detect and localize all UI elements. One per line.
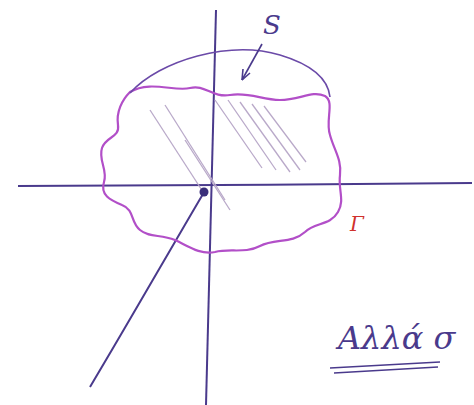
curve-label: Γ <box>350 214 364 234</box>
vertical-axis <box>206 10 216 405</box>
leader-arrow <box>242 44 262 80</box>
surface-label: S <box>263 12 281 38</box>
oblique-axis <box>90 194 203 387</box>
arrow-head <box>242 69 250 80</box>
surface-arc <box>130 50 330 97</box>
origin-point <box>200 188 209 197</box>
boundary-curve <box>101 87 341 253</box>
underline <box>334 367 438 373</box>
horizontal-axis <box>18 183 472 186</box>
hatching <box>150 100 306 210</box>
note-text: Αλλά σ <box>338 322 455 354</box>
